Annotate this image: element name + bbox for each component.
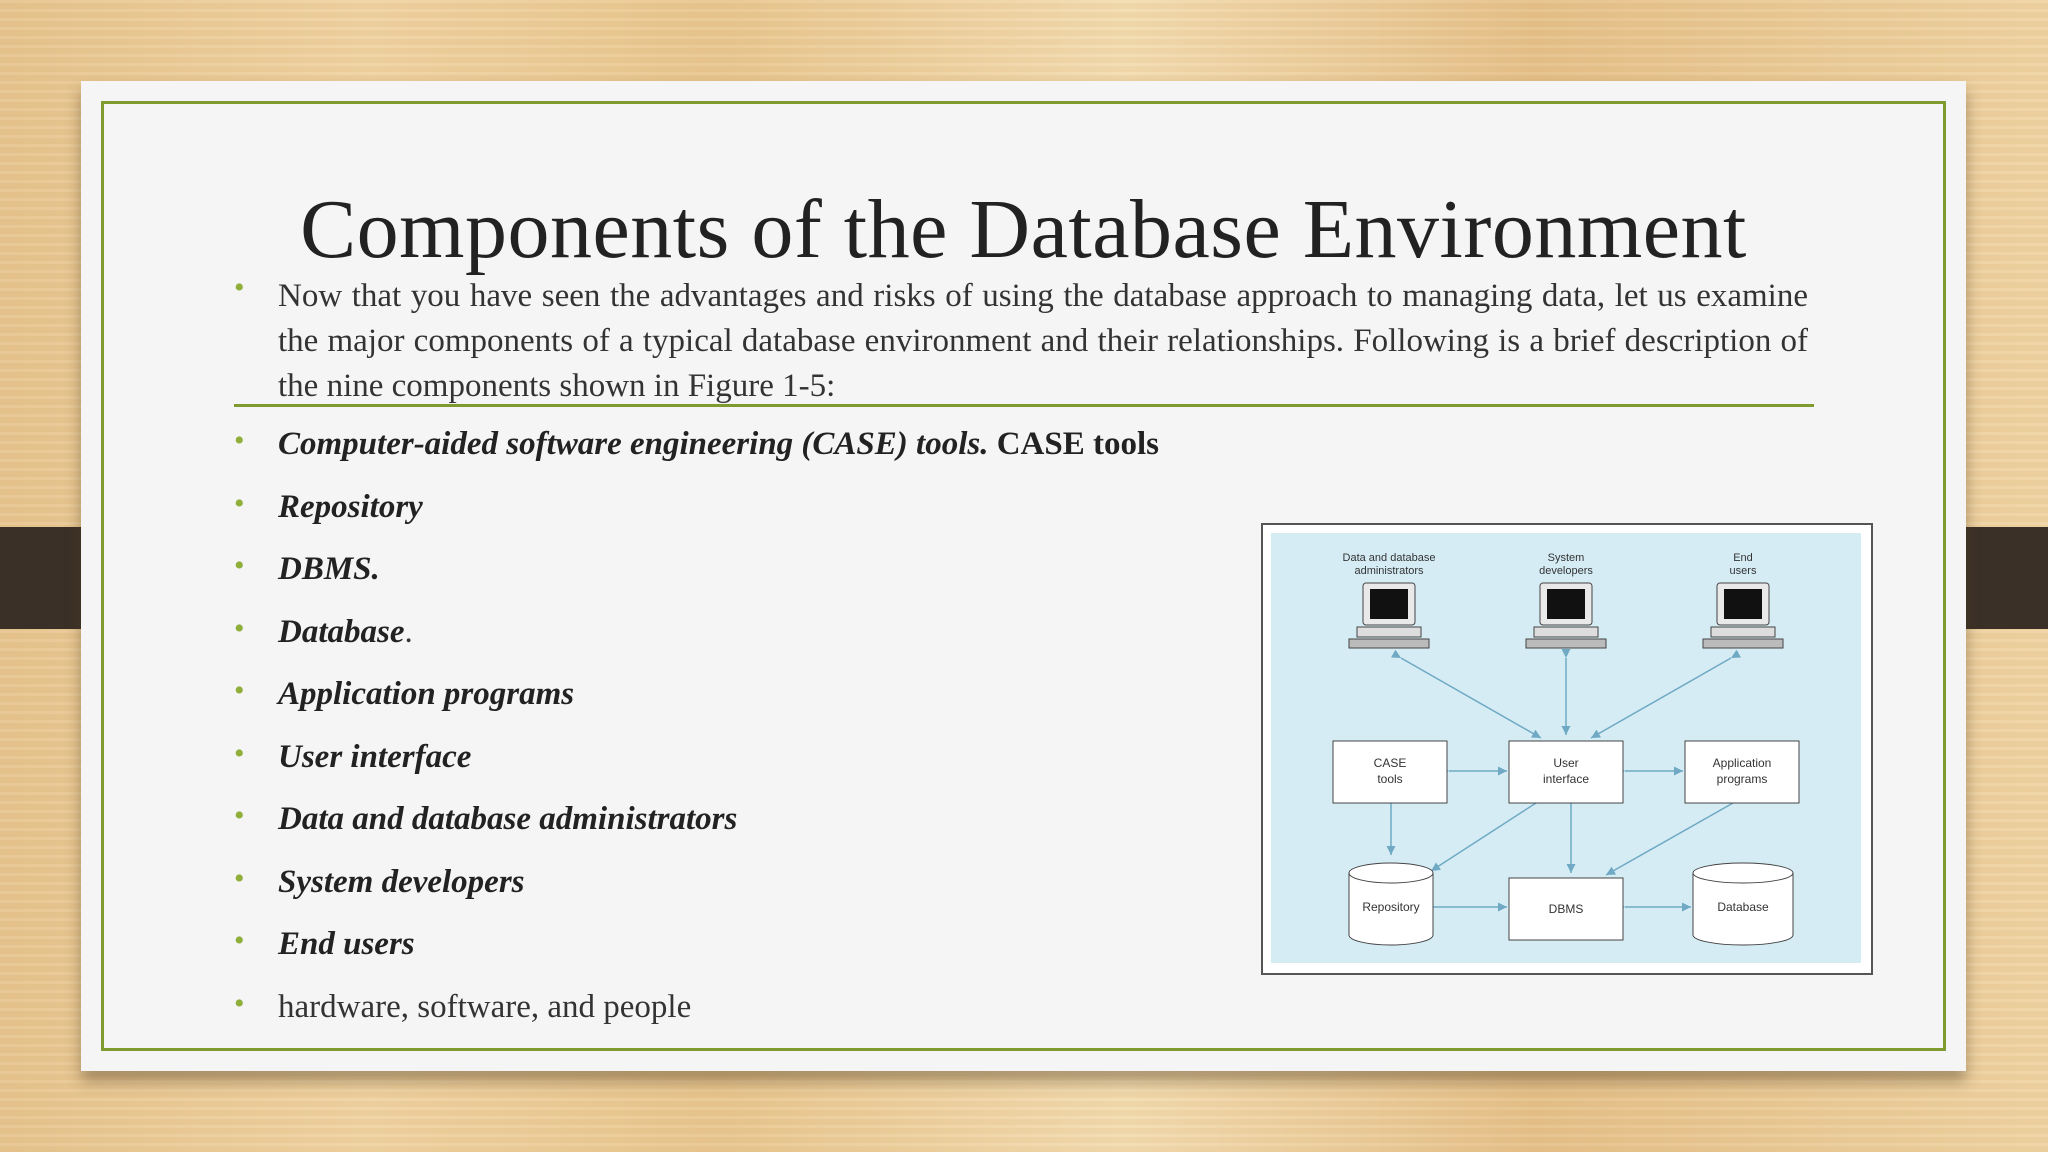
bullet-dot-icon: • — [234, 799, 245, 832]
list-item: • hardware, software, and people — [234, 986, 1159, 1052]
slide-frame — [101, 101, 1946, 1051]
bullet-dot-icon: • — [234, 271, 245, 304]
box-label: User — [1553, 756, 1578, 770]
box-label: Database — [1717, 900, 1769, 914]
user-label: users — [1730, 565, 1757, 577]
user-interface-box — [1508, 740, 1624, 804]
box-label: interface — [1543, 772, 1589, 786]
computer-icon — [1702, 582, 1784, 649]
bullet-dot-icon: • — [234, 924, 245, 957]
item-emphasis: Application programs — [278, 676, 575, 712]
item-emphasis: DBMS. — [278, 551, 380, 587]
diagram-svg: Data and database administrators System … — [1271, 533, 1861, 963]
bullet-dot-icon: • — [234, 861, 245, 895]
slide-card: Components of the Database Environment •… — [81, 81, 1966, 1071]
list-item: • Database. — [234, 611, 1159, 677]
list-item: • Application programs — [234, 674, 1159, 739]
intro-paragraph: Now that you have seen the advantages an… — [278, 278, 1808, 404]
repository-cylinder — [1348, 862, 1434, 946]
box-label: Repository — [1362, 900, 1419, 914]
slide-title: Components of the Database Environment — [300, 183, 1747, 276]
list-item: • System developers — [234, 861, 1159, 927]
item-emphasis: Data and database administrators — [278, 801, 738, 837]
bullet-dot-icon: • — [234, 611, 245, 645]
list-item: • DBMS. — [234, 549, 1159, 614]
divider-rule — [234, 404, 1814, 407]
user-label: Data and database — [1343, 552, 1436, 564]
item-emphasis: User interface — [278, 738, 472, 775]
user-label: administrators — [1354, 565, 1424, 577]
component-list: • Computer-aided software engineering (C… — [234, 424, 1159, 1052]
item-plain: . — [404, 613, 413, 650]
box-label: programs — [1717, 772, 1768, 786]
bullet-dot-icon: • — [234, 736, 245, 770]
bullet-dot-icon: • — [234, 549, 245, 582]
list-item: • User interface — [234, 736, 1159, 802]
user-label: developers — [1539, 565, 1593, 577]
application-programs-box — [1684, 740, 1800, 804]
list-item: • Data and database administrators — [234, 799, 1159, 864]
item-emphasis: Computer-aided software engineering (CAS… — [278, 426, 989, 462]
item-emphasis: Repository — [278, 488, 423, 525]
user-label: System — [1548, 552, 1585, 564]
diagram-arrows — [1386, 649, 1744, 912]
figure-1-5-diagram: Data and database administrators System … — [1261, 523, 1873, 975]
bullet-dot-icon: • — [234, 486, 245, 520]
database-cylinder — [1692, 862, 1794, 946]
item-emphasis: End users — [278, 926, 415, 962]
case-tools-box — [1332, 740, 1448, 804]
computer-icon — [1525, 582, 1607, 649]
list-item: • Computer-aided software engineering (C… — [234, 424, 1159, 489]
box-label: tools — [1377, 772, 1402, 786]
user-label: End — [1733, 552, 1753, 564]
dbms-box — [1508, 877, 1624, 941]
item-tail: CASE tools — [988, 426, 1159, 462]
box-label: DBMS — [1549, 902, 1584, 916]
box-label: CASE — [1374, 756, 1407, 770]
bullet-dot-icon: • — [234, 986, 245, 1020]
list-item: • End users — [234, 924, 1159, 989]
computer-icon — [1348, 582, 1430, 649]
item-plain: hardware, software, and people — [278, 988, 692, 1025]
bullet-dot-icon: • — [234, 424, 245, 457]
list-item: • Repository — [234, 486, 1159, 552]
item-emphasis: System developers — [278, 863, 525, 900]
item-emphasis: Database — [278, 613, 405, 650]
box-label: Application — [1713, 756, 1772, 770]
bullet-dot-icon: • — [234, 674, 245, 707]
